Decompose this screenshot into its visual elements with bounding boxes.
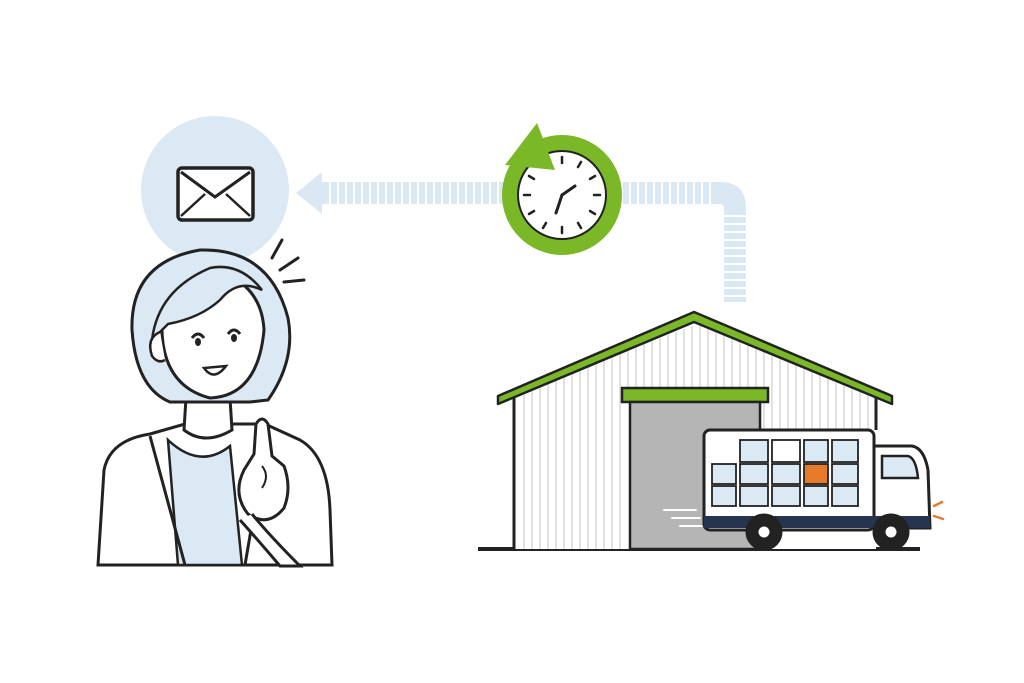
delivery-truck-icon xyxy=(702,428,945,551)
clock-refresh-icon xyxy=(502,123,622,255)
notification-flow-arrow xyxy=(296,172,746,302)
envelope-icon xyxy=(141,116,289,264)
woman-pointing-icon xyxy=(96,238,334,568)
